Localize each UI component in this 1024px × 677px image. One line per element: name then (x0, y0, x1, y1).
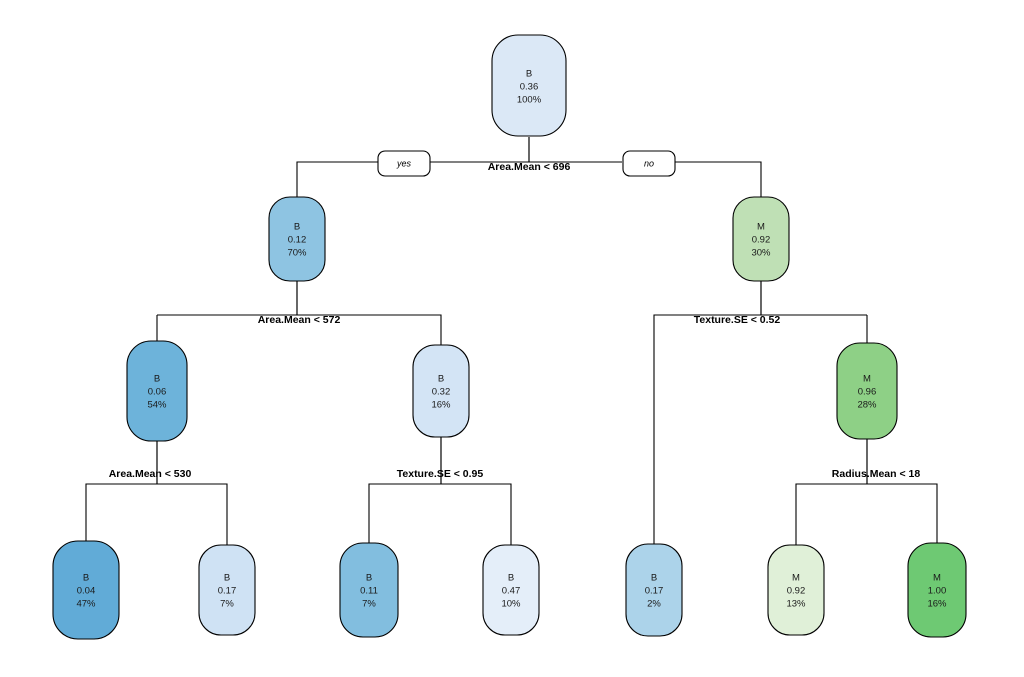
node-body (198, 544, 256, 636)
edge-group (85, 137, 938, 545)
edge-n3-to-n6 (760, 281, 867, 316)
node-probability: 0.17 (645, 586, 664, 597)
node-probability: 0.04 (77, 586, 96, 597)
node-percent: 70% (287, 248, 307, 259)
node-body (836, 342, 898, 440)
node-percent: 54% (147, 400, 167, 411)
node-body (412, 344, 470, 438)
node-class-label: M (792, 573, 800, 584)
node-probability: 0.12 (288, 235, 307, 246)
node-class-label: M (757, 222, 765, 233)
node-body (491, 34, 567, 137)
edge-root-to-right (528, 137, 622, 163)
node-probability: 0.32 (432, 387, 451, 398)
node-body (339, 542, 399, 638)
node-class-label: M (933, 573, 941, 584)
node-probability: 0.17 (218, 586, 237, 597)
split-label-n3: Texture.SE < 0.52 (694, 314, 781, 326)
split-label-n2: Area.Mean < 572 (258, 314, 341, 326)
node-body (52, 540, 120, 640)
node-probability: 0.36 (520, 82, 539, 93)
tree-leaf-n13[interactable]: M 1.00 16% (907, 542, 967, 638)
node-percent: 47% (76, 599, 96, 610)
edge-n2-to-n4 (229, 281, 298, 316)
node-percent: 2% (647, 599, 661, 610)
node-class-label: B (224, 573, 230, 584)
tree-leaf-n9[interactable]: B 0.11 7% (339, 542, 399, 638)
node-body (268, 196, 326, 282)
edge-yes-to-left-child (296, 161, 378, 197)
branch-label-box (377, 150, 431, 177)
split-label-n5: Texture.SE < 0.95 (397, 468, 484, 480)
node-percent: 16% (927, 599, 947, 610)
node-class-label: M (863, 374, 871, 385)
split-label-n6: Radius.Mean < 18 (832, 468, 921, 480)
tree-leaf-n11[interactable]: B 0.17 2% (625, 543, 683, 637)
node-probability: 1.00 (928, 586, 947, 597)
node-group: B 0.36 100% B 0.12 70% M 0.92 30% B 0.06… (52, 34, 967, 640)
edge-n3-to-left-leaf (659, 281, 762, 316)
node-percent: 7% (362, 599, 376, 610)
branch-label-no[interactable]: no (622, 150, 676, 177)
tree-node-n4[interactable]: B 0.06 54% (126, 340, 188, 442)
tree-leaf-n10[interactable]: B 0.47 10% (482, 544, 540, 636)
edge-n4-to-n7 (85, 441, 158, 541)
branch-label-no-text: no (644, 158, 654, 168)
edge-root-to-left (430, 137, 530, 163)
node-probability: 0.11 (360, 586, 378, 597)
node-class-label: B (366, 573, 372, 584)
node-percent: 10% (501, 599, 521, 610)
tree-leaf-n7[interactable]: B 0.04 47% (52, 540, 120, 640)
node-class-label: B (83, 573, 89, 584)
node-body (126, 340, 188, 442)
tree-node-root[interactable]: B 0.36 100% (491, 34, 567, 137)
branch-label-group: yes no (377, 150, 676, 177)
node-class-label: B (508, 573, 514, 584)
node-probability: 0.06 (148, 387, 167, 398)
edge-n4-to-n8 (156, 441, 228, 545)
split-label-root: Area.Mean < 696 (488, 161, 571, 173)
tree-leaf-n12[interactable]: M 0.92 13% (767, 544, 825, 636)
tree-leaf-n8[interactable]: B 0.17 7% (198, 544, 256, 636)
node-percent: 30% (751, 248, 771, 259)
node-percent: 16% (431, 400, 451, 411)
tree-node-n2[interactable]: B 0.12 70% (268, 196, 326, 282)
edge-n6-to-n12 (795, 439, 868, 545)
node-probability: 0.96 (858, 387, 877, 398)
node-class-label: B (294, 222, 300, 233)
branch-label-box (622, 150, 676, 177)
edge-n4-drop (156, 314, 229, 341)
node-probability: 0.92 (752, 235, 771, 246)
node-body (767, 544, 825, 636)
node-class-label: B (438, 374, 444, 385)
node-percent: 28% (857, 400, 877, 411)
split-label-n4: Area.Mean < 530 (109, 468, 192, 480)
node-body (482, 544, 540, 636)
edge-n2-to-n5 (296, 281, 386, 316)
edge-no-to-right-child (675, 161, 762, 197)
tree-node-n3[interactable]: M 0.92 30% (732, 196, 790, 282)
node-body (907, 542, 967, 638)
node-body (625, 543, 683, 637)
node-class-label: B (526, 69, 532, 80)
edge-n5-to-n9 (368, 437, 442, 543)
edge-n5-drop (386, 314, 442, 345)
branch-label-yes-text: yes (396, 158, 412, 168)
tree-node-n5[interactable]: B 0.32 16% (412, 344, 470, 438)
edge-long-left-drop (653, 314, 659, 544)
split-label-group: Area.Mean < 696 Area.Mean < 572 Texture.… (109, 161, 921, 480)
node-body (732, 196, 790, 282)
node-probability: 0.47 (502, 586, 521, 597)
node-percent: 13% (786, 599, 806, 610)
node-percent: 7% (220, 599, 234, 610)
node-class-label: B (154, 374, 160, 385)
node-probability: 0.92 (787, 586, 806, 597)
edge-n5-to-n10 (440, 437, 512, 545)
tree-node-n6[interactable]: M 0.96 28% (836, 342, 898, 440)
node-class-label: B (651, 573, 657, 584)
edge-n6-to-n13 (866, 439, 938, 543)
branch-label-yes[interactable]: yes (377, 150, 431, 177)
node-percent: 100% (517, 95, 542, 106)
